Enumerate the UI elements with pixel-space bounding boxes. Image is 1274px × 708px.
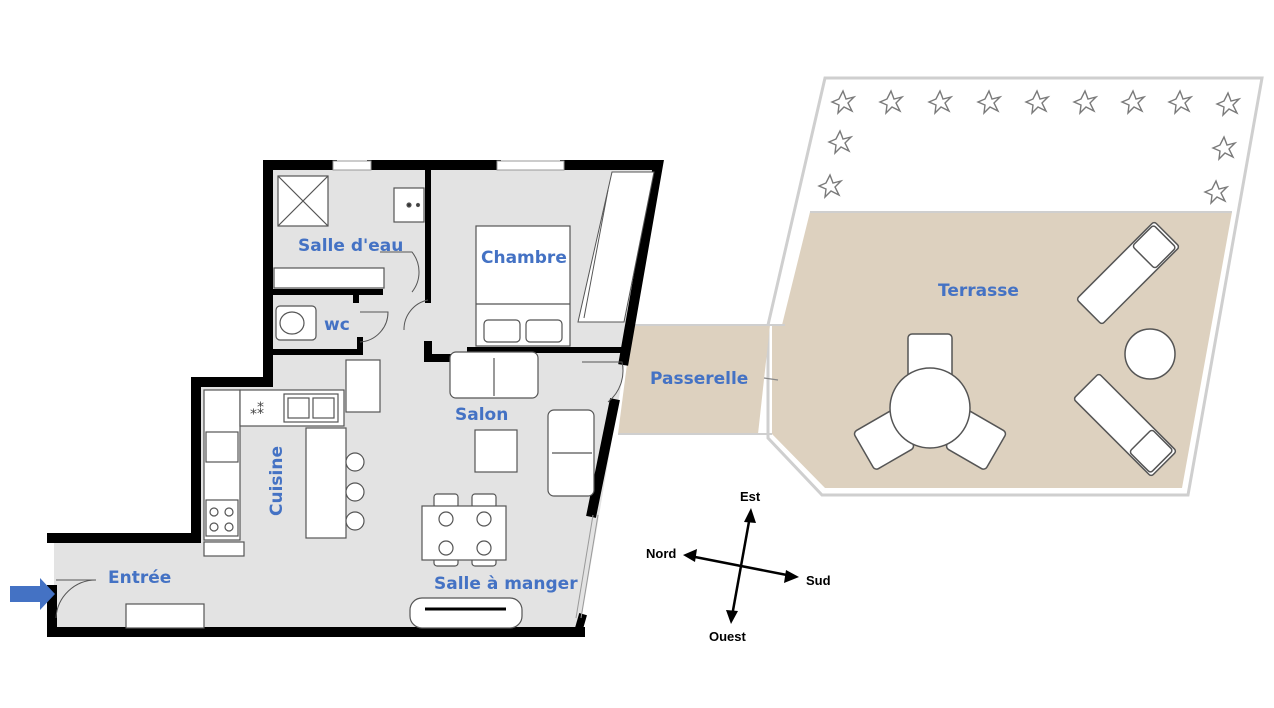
entry-door [55, 579, 97, 619]
outer-wall [573, 613, 587, 637]
plant-icon [1072, 89, 1099, 115]
plant-icon [927, 89, 954, 115]
sofa-icon [449, 351, 539, 399]
compass-arrow-north [683, 549, 697, 562]
window [580, 514, 599, 619]
room-label-salon: Salon [455, 405, 508, 425]
passerelle-floor [618, 325, 770, 434]
living-furniture [345, 351, 595, 629]
sink-icon [283, 393, 339, 423]
room-label-salle-manger: Salle à manger [434, 574, 578, 594]
window [332, 160, 372, 171]
compass-arrow-east [744, 508, 756, 523]
bed-icon [475, 225, 571, 347]
hob-icon: ⁎⁑ [250, 401, 264, 417]
bar-stool [345, 482, 365, 502]
room-label-passerelle: Passerelle [650, 369, 748, 389]
compass-label-north: Nord [646, 546, 676, 561]
plant-icon [817, 173, 844, 199]
compass-arrow-west [726, 610, 738, 624]
room-label-wc: wc [324, 315, 350, 335]
plant-icon [1211, 135, 1238, 161]
side-table [1124, 328, 1176, 380]
room-label-entree: Entrée [108, 568, 171, 588]
wc-door [359, 311, 389, 343]
kitchen-island [305, 427, 347, 539]
plant-icon [1120, 89, 1147, 115]
window [575, 514, 594, 619]
plant-icon [827, 129, 854, 155]
wardrobe [577, 171, 655, 323]
compass-label-west: Ouest [709, 629, 747, 644]
terrace-furniture [853, 221, 1180, 477]
outer-wall [560, 160, 664, 366]
plant-icon [878, 89, 905, 115]
room-label-chambre: Chambre [481, 248, 567, 268]
room-label-cuisine: Cuisine [267, 446, 287, 516]
terrace-table [889, 367, 971, 449]
doors [55, 251, 624, 619]
bedroom-door [403, 299, 429, 331]
bar-stool [345, 452, 365, 472]
compass-label-east: Est [740, 489, 761, 504]
room-labels: Salle d'eau Chambre wc Salon Cuisine Ent… [108, 236, 1019, 594]
room-label-salle-eau: Salle d'eau [298, 236, 403, 256]
sunlounger-icon [1076, 221, 1180, 325]
compass: Est Nord Sud Ouest [646, 489, 831, 644]
room-label-terrasse: Terrasse [938, 281, 1019, 301]
plant-icon [830, 89, 857, 115]
compass-label-south: Sud [806, 573, 831, 588]
bathroom-counter [273, 267, 385, 289]
plant-icon [1203, 179, 1230, 205]
kitchen-fixtures: ⁎⁑ [203, 389, 365, 557]
bathroom-fixtures [273, 175, 425, 341]
bathroom-door [380, 251, 420, 293]
compass-axis-north-south [689, 554, 793, 578]
window [496, 160, 565, 171]
closet [345, 359, 381, 413]
stove-icon [205, 499, 239, 537]
fridge [203, 541, 245, 557]
plant-icon [1024, 89, 1051, 115]
sunlounger-icon [1073, 373, 1177, 477]
outer-wall [47, 160, 337, 543]
plant-icon [1167, 89, 1194, 115]
entry-arrow-icon [10, 578, 55, 610]
sofa-icon [547, 409, 595, 497]
entry-cabinet [125, 603, 205, 629]
plant-icon [1215, 91, 1242, 117]
shower-icon [277, 175, 329, 227]
walls [47, 160, 664, 637]
coffee-table [474, 429, 518, 473]
bar-stool [345, 511, 365, 531]
passerelle-threshold-arrow [763, 377, 779, 381]
sink-icon [393, 187, 425, 223]
oven [205, 431, 239, 463]
windows [332, 160, 599, 619]
dining-table-icon [421, 493, 507, 567]
toilet-icon [275, 305, 317, 341]
terrace-door [582, 361, 624, 403]
outer-wall [47, 585, 585, 637]
compass-arrow-south [784, 570, 799, 583]
outer-wall [586, 398, 620, 518]
plant-icon [976, 89, 1003, 115]
planter-plants [817, 89, 1242, 205]
tv-unit [409, 597, 523, 629]
